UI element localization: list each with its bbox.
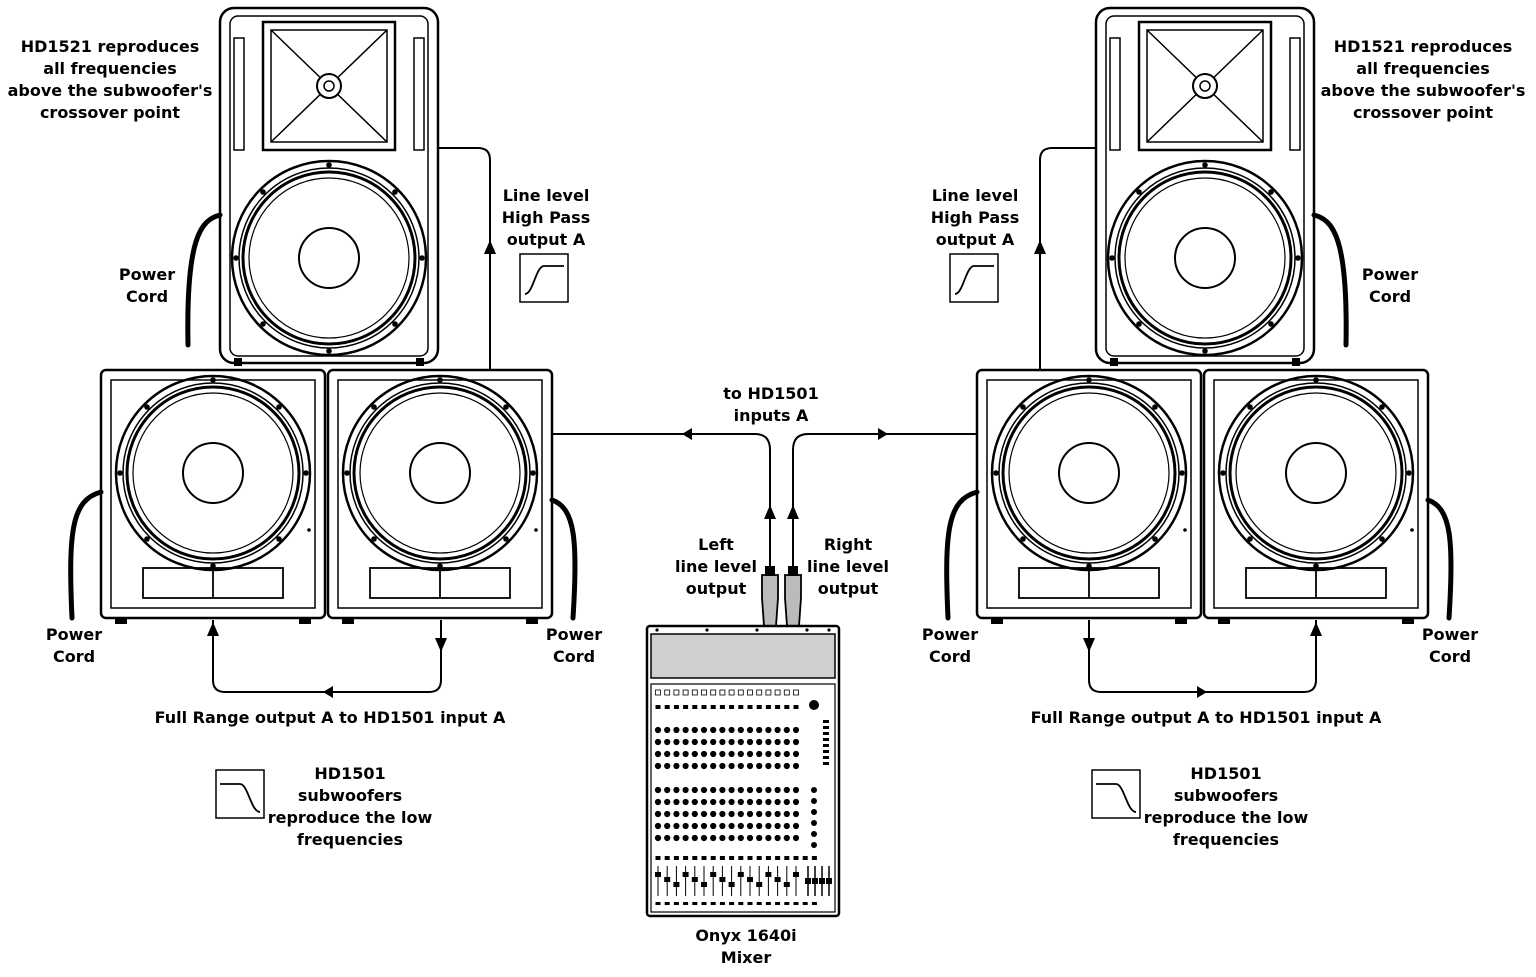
left-top-speaker-label: HD1521 reproduces all frequencies above … xyxy=(7,37,213,122)
mixer-output-plugs xyxy=(761,566,802,627)
right-sub-a-power-cord-label: Power Cord xyxy=(921,625,979,666)
left-full-range-speaker xyxy=(220,8,438,366)
right-top-power-cord-label: Power Cord xyxy=(1361,265,1419,306)
left-sub-a-power-cord-label: Power Cord xyxy=(45,625,103,666)
left-subwoofer-b xyxy=(328,370,552,624)
left-subwoofer-label: HD1501 subwoofers reproduce the low freq… xyxy=(267,764,433,849)
power-cords xyxy=(68,212,1454,621)
right-sub-b-power-cord-label: Power Cord xyxy=(1421,625,1479,666)
right-subwoofer-b xyxy=(1204,370,1428,624)
signal-lines xyxy=(212,147,1317,693)
right-subwoofer-label: HD1501 subwoofers reproduce the low freq… xyxy=(1143,764,1309,849)
right-top-speaker-label: HD1521 reproduces all frequencies above … xyxy=(1320,37,1526,122)
right-line-output-label: Right line level output xyxy=(807,535,889,598)
left-full-range-label: Full Range output A to HD1501 input A xyxy=(154,708,506,727)
right-subwoofer-a xyxy=(977,370,1201,624)
left-subwoofer-a xyxy=(101,370,325,624)
to-inputs-label: to HD1501 inputs A xyxy=(723,384,819,425)
signal-arrows xyxy=(207,240,1322,698)
left-high-pass-filter-icon xyxy=(519,253,569,303)
right-full-range-speaker xyxy=(1096,8,1314,366)
right-full-range-label: Full Range output A to HD1501 input A xyxy=(1030,708,1382,727)
mixer-label: Onyx 1640i Mixer xyxy=(695,926,797,967)
left-sub-b-power-cord-label: Power Cord xyxy=(545,625,603,666)
mixer xyxy=(645,624,841,918)
right-high-pass-filter-icon xyxy=(949,253,999,303)
left-low-pass-filter-icon xyxy=(215,769,265,819)
left-high-pass-label: Line level High Pass output A xyxy=(501,186,591,249)
left-line-output-label: Left line level output xyxy=(675,535,757,598)
mixer-controls xyxy=(654,628,832,905)
right-high-pass-label: Line level High Pass output A xyxy=(930,186,1020,249)
left-top-power-cord-label: Power Cord xyxy=(118,265,176,306)
right-low-pass-filter-icon xyxy=(1091,769,1141,819)
